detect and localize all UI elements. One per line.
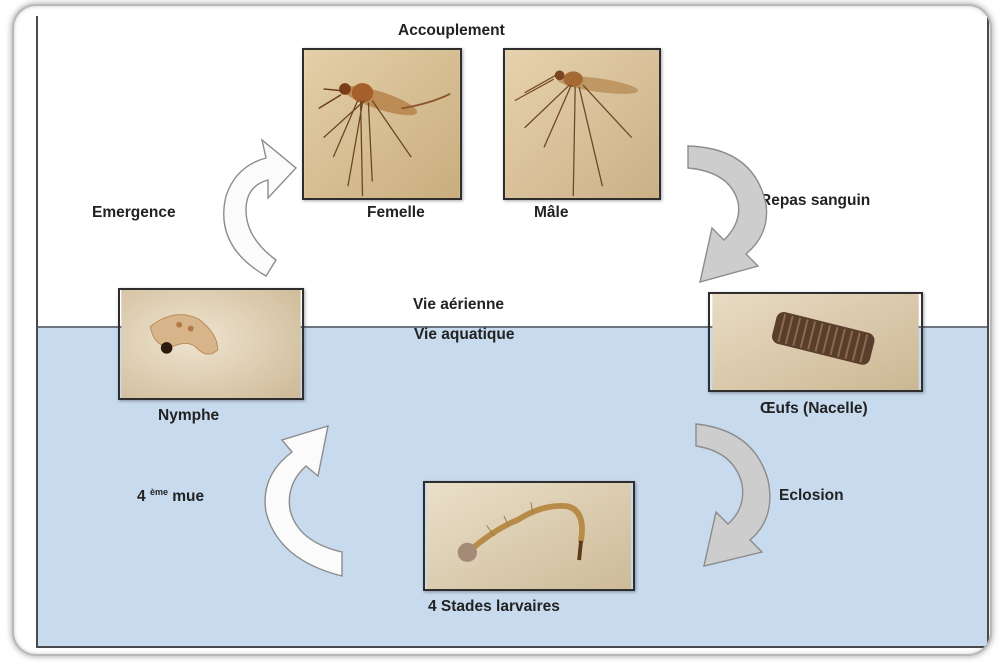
hatching-label: Eclosion [779, 487, 844, 505]
fourth-moult-label: 4 ème mue [137, 487, 204, 506]
aquatic-life-label: Vie aquatique [414, 326, 515, 344]
emergence-arrow-icon [208, 134, 298, 278]
larval-stages-label: 4 Stades larvaires [428, 598, 560, 616]
egg-raft-image [710, 294, 921, 390]
male-mosquito-image [505, 50, 659, 198]
fourth-moult-word: mue [172, 488, 204, 505]
pupa-image [120, 290, 302, 398]
female-mosquito-image [304, 50, 460, 198]
male-mosquito-photo [503, 48, 661, 200]
female-label: Femelle [367, 204, 425, 222]
aerial-life-label: Vie aérienne [413, 296, 504, 314]
larva-photo [423, 481, 635, 591]
fourth-moult-number: 4 [137, 488, 146, 505]
pupa-photo [118, 288, 304, 400]
mating-label: Accouplement [398, 22, 505, 40]
fourth-moult-superscript: ème [150, 487, 168, 497]
larva-image [425, 483, 633, 589]
hatching-arrow-icon [690, 420, 786, 570]
emergence-label: Emergence [92, 204, 176, 222]
blood-meal-arrow-icon [686, 142, 786, 288]
female-mosquito-photo [302, 48, 462, 200]
fourth-moult-arrow-icon [256, 420, 348, 578]
pupa-label: Nymphe [158, 407, 219, 425]
egg-raft-photo [708, 292, 923, 392]
eggs-label: Œufs (Nacelle) [760, 400, 868, 418]
male-label: Mâle [534, 204, 568, 222]
